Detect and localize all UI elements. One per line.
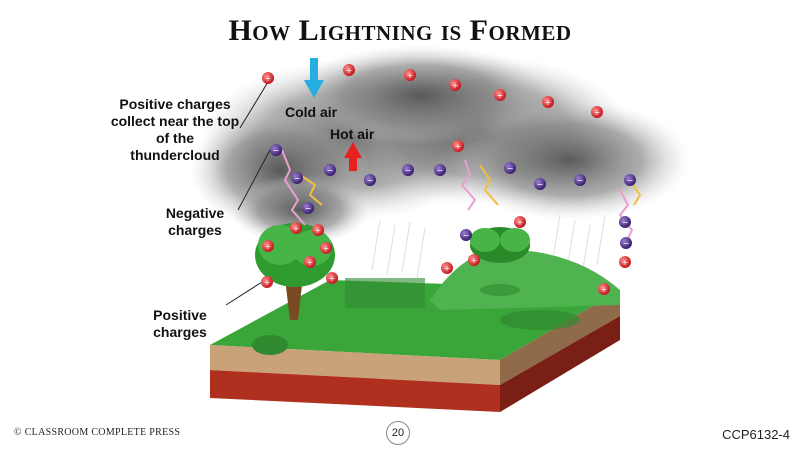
svg-text:−: −	[405, 166, 412, 175]
svg-text:−: −	[622, 218, 629, 227]
negative-charge-icon: −	[434, 164, 446, 176]
hot-air-arrow-icon	[344, 142, 362, 171]
positive-charge-icon: +	[591, 106, 603, 118]
positive-charges: + + + + + + + + + + + + + + + + + + + +	[261, 64, 631, 295]
positive-charge-icon: +	[343, 64, 355, 76]
negative-charge-icon: −	[402, 164, 414, 176]
svg-text:−: −	[305, 204, 312, 213]
svg-text:+: +	[346, 66, 353, 75]
positive-charge-icon: +	[619, 256, 631, 268]
positive-charge-icon: +	[262, 72, 274, 84]
negative-charge-icon: −	[574, 174, 586, 186]
positive-charge-icon: +	[449, 79, 461, 91]
positive-charge-icon: +	[452, 140, 464, 152]
product-code: CCP6132-4	[722, 427, 790, 442]
hot-air-label: Hot air	[330, 126, 375, 142]
svg-text:+: +	[265, 74, 272, 83]
positive-charge-icon: +	[326, 272, 338, 284]
negative-charge-icon: −	[324, 164, 336, 176]
label-pointers	[225, 81, 271, 306]
negative-charge-icon: −	[534, 178, 546, 190]
positive-charge-icon: +	[290, 222, 302, 234]
svg-text:−: −	[507, 164, 514, 173]
svg-text:−: −	[623, 239, 630, 248]
svg-text:+: +	[293, 224, 300, 233]
negative-charges-label: Negative charges	[165, 205, 225, 238]
rain	[371, 214, 606, 279]
svg-text:+: +	[497, 91, 504, 100]
bush	[470, 227, 530, 263]
positive-charge-icon: +	[262, 240, 274, 252]
positive-top-label: Positive charges collect near the top of…	[110, 96, 240, 163]
positive-charge-icon: +	[312, 224, 324, 236]
svg-text:+: +	[471, 256, 478, 265]
lightning-streaks	[281, 149, 642, 246]
svg-text:−: −	[437, 166, 444, 175]
positive-charge-icon: +	[598, 283, 610, 295]
svg-text:+: +	[455, 142, 462, 151]
svg-text:+: +	[601, 285, 608, 294]
svg-text:+: +	[307, 258, 314, 267]
svg-text:+: +	[407, 71, 414, 80]
positive-charge-icon: +	[494, 89, 506, 101]
svg-text:+: +	[517, 218, 524, 227]
svg-text:−: −	[367, 176, 374, 185]
svg-text:+: +	[594, 108, 601, 117]
negative-charge-icon: −	[504, 162, 516, 174]
negative-charge-icon: −	[619, 216, 631, 228]
negative-charge-icon: −	[624, 174, 636, 186]
svg-text:−: −	[537, 180, 544, 189]
positive-ground-label: Positive charges	[153, 307, 207, 340]
svg-text:−: −	[294, 174, 301, 183]
svg-text:−: −	[627, 176, 634, 185]
positive-charge-icon: +	[261, 276, 273, 288]
positive-charge-icon: +	[404, 69, 416, 81]
negative-charges: − − − − − − − − − − − − − −	[270, 144, 636, 249]
svg-text:−: −	[463, 231, 470, 240]
page-number: 20	[386, 421, 410, 445]
cold-air-arrow-icon	[304, 58, 324, 98]
svg-text:+: +	[264, 278, 271, 287]
svg-text:+: +	[452, 81, 459, 90]
positive-charge-icon: +	[514, 216, 526, 228]
svg-text:+: +	[329, 274, 336, 283]
negative-charge-icon: −	[291, 172, 303, 184]
svg-text:+: +	[622, 258, 629, 267]
svg-text:+: +	[315, 226, 322, 235]
negative-charge-icon: −	[364, 174, 376, 186]
positive-charge-icon: +	[320, 242, 332, 254]
tree	[252, 223, 335, 355]
positive-charge-icon: +	[542, 96, 554, 108]
positive-charge-icon: +	[304, 256, 316, 268]
svg-text:−: −	[327, 166, 334, 175]
svg-text:+: +	[323, 244, 330, 253]
svg-text:+: +	[545, 98, 552, 107]
svg-text:+: +	[444, 264, 451, 273]
positive-charge-icon: +	[441, 262, 453, 274]
page-title: How Lightning is Formed	[228, 14, 572, 47]
svg-text:−: −	[577, 176, 584, 185]
positive-charge-icon: +	[468, 254, 480, 266]
svg-text:−: −	[273, 146, 280, 155]
negative-charge-icon: −	[460, 229, 472, 241]
negative-charge-icon: −	[270, 144, 282, 156]
cold-air-label: Cold air	[285, 104, 338, 120]
svg-text:+: +	[265, 242, 272, 251]
negative-charge-icon: −	[302, 202, 314, 214]
negative-charge-icon: −	[620, 237, 632, 249]
publisher-credit: © CLASSROOM COMPLETE PRESS	[14, 427, 181, 438]
